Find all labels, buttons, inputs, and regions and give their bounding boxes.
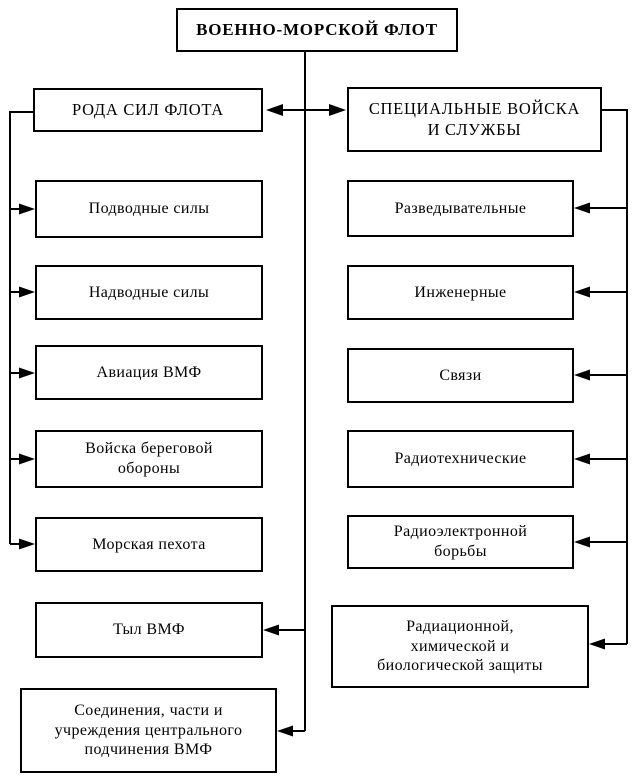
box-surface-forces: Надводные силы (35, 265, 263, 320)
surface-forces-label: Надводные силы (88, 283, 210, 301)
box-navy-title: ВОЕННО-МОРСКОЙ ФЛОТ (176, 8, 458, 52)
navy-rear-label: Тыл ВМФ (113, 621, 185, 639)
navy-title-label: ВОЕННО-МОРСКОЙ ФЛОТ (196, 19, 438, 39)
special-troops-services-label: СПЕЦИАЛЬНЫЕ ВОЙСКА И СЛУЖБЫ (368, 99, 581, 139)
fleet-force-branches-label: РОДА СИЛ ФЛОТА (72, 99, 224, 119)
communications-label: Связи (439, 366, 482, 384)
box-submarine-forces: Подводные силы (35, 180, 263, 238)
reconnaissance-label: Разведывательные (394, 199, 527, 217)
box-communications: Связи (347, 348, 574, 403)
left-rail (9, 111, 35, 550)
box-engineering: Инженерные (347, 265, 574, 320)
center-branches (263, 624, 305, 737)
nbc-protection-label: Радиационной, химической и биологической… (377, 618, 543, 675)
electronic-warfare-label: Радиоэлектронной борьбы (393, 523, 528, 560)
headers-double-arrow (266, 104, 346, 116)
radio-technical-label: Радиотехнические (394, 450, 527, 468)
navy-aviation-label: Авиация ВМФ (96, 363, 202, 381)
coastal-defense-troops-label: Войска береговой обороны (85, 440, 213, 477)
box-central-subordination-units: Соединения, части и учреждения центральн… (20, 688, 277, 773)
box-navy-aviation: Авиация ВМФ (35, 345, 263, 400)
marine-infantry-label: Морская пехота (92, 535, 206, 553)
box-reconnaissance: Разведывательные (347, 180, 574, 237)
box-radio-technical: Радиотехнические (347, 430, 574, 488)
box-electronic-warfare: Радиоэлектронной борьбы (347, 515, 574, 569)
central-subordination-units-label: Соединения, части и учреждения центральн… (54, 702, 243, 759)
submarine-forces-label: Подводные силы (88, 200, 210, 218)
box-special-troops-services-header: СПЕЦИАЛЬНЫЕ ВОЙСКА И СЛУЖБЫ (347, 87, 602, 152)
box-marine-infantry: Морская пехота (35, 517, 263, 572)
box-coastal-defense-troops: Войска береговой обороны (35, 430, 263, 488)
box-fleet-force-branches-header: РОДА СИЛ ФЛОТА (33, 88, 263, 132)
box-nbc-protection: Радиационной, химической и биологической… (331, 605, 589, 688)
right-rail (574, 109, 628, 650)
engineering-label: Инженерные (414, 283, 507, 301)
box-navy-rear: Тыл ВМФ (35, 602, 263, 658)
